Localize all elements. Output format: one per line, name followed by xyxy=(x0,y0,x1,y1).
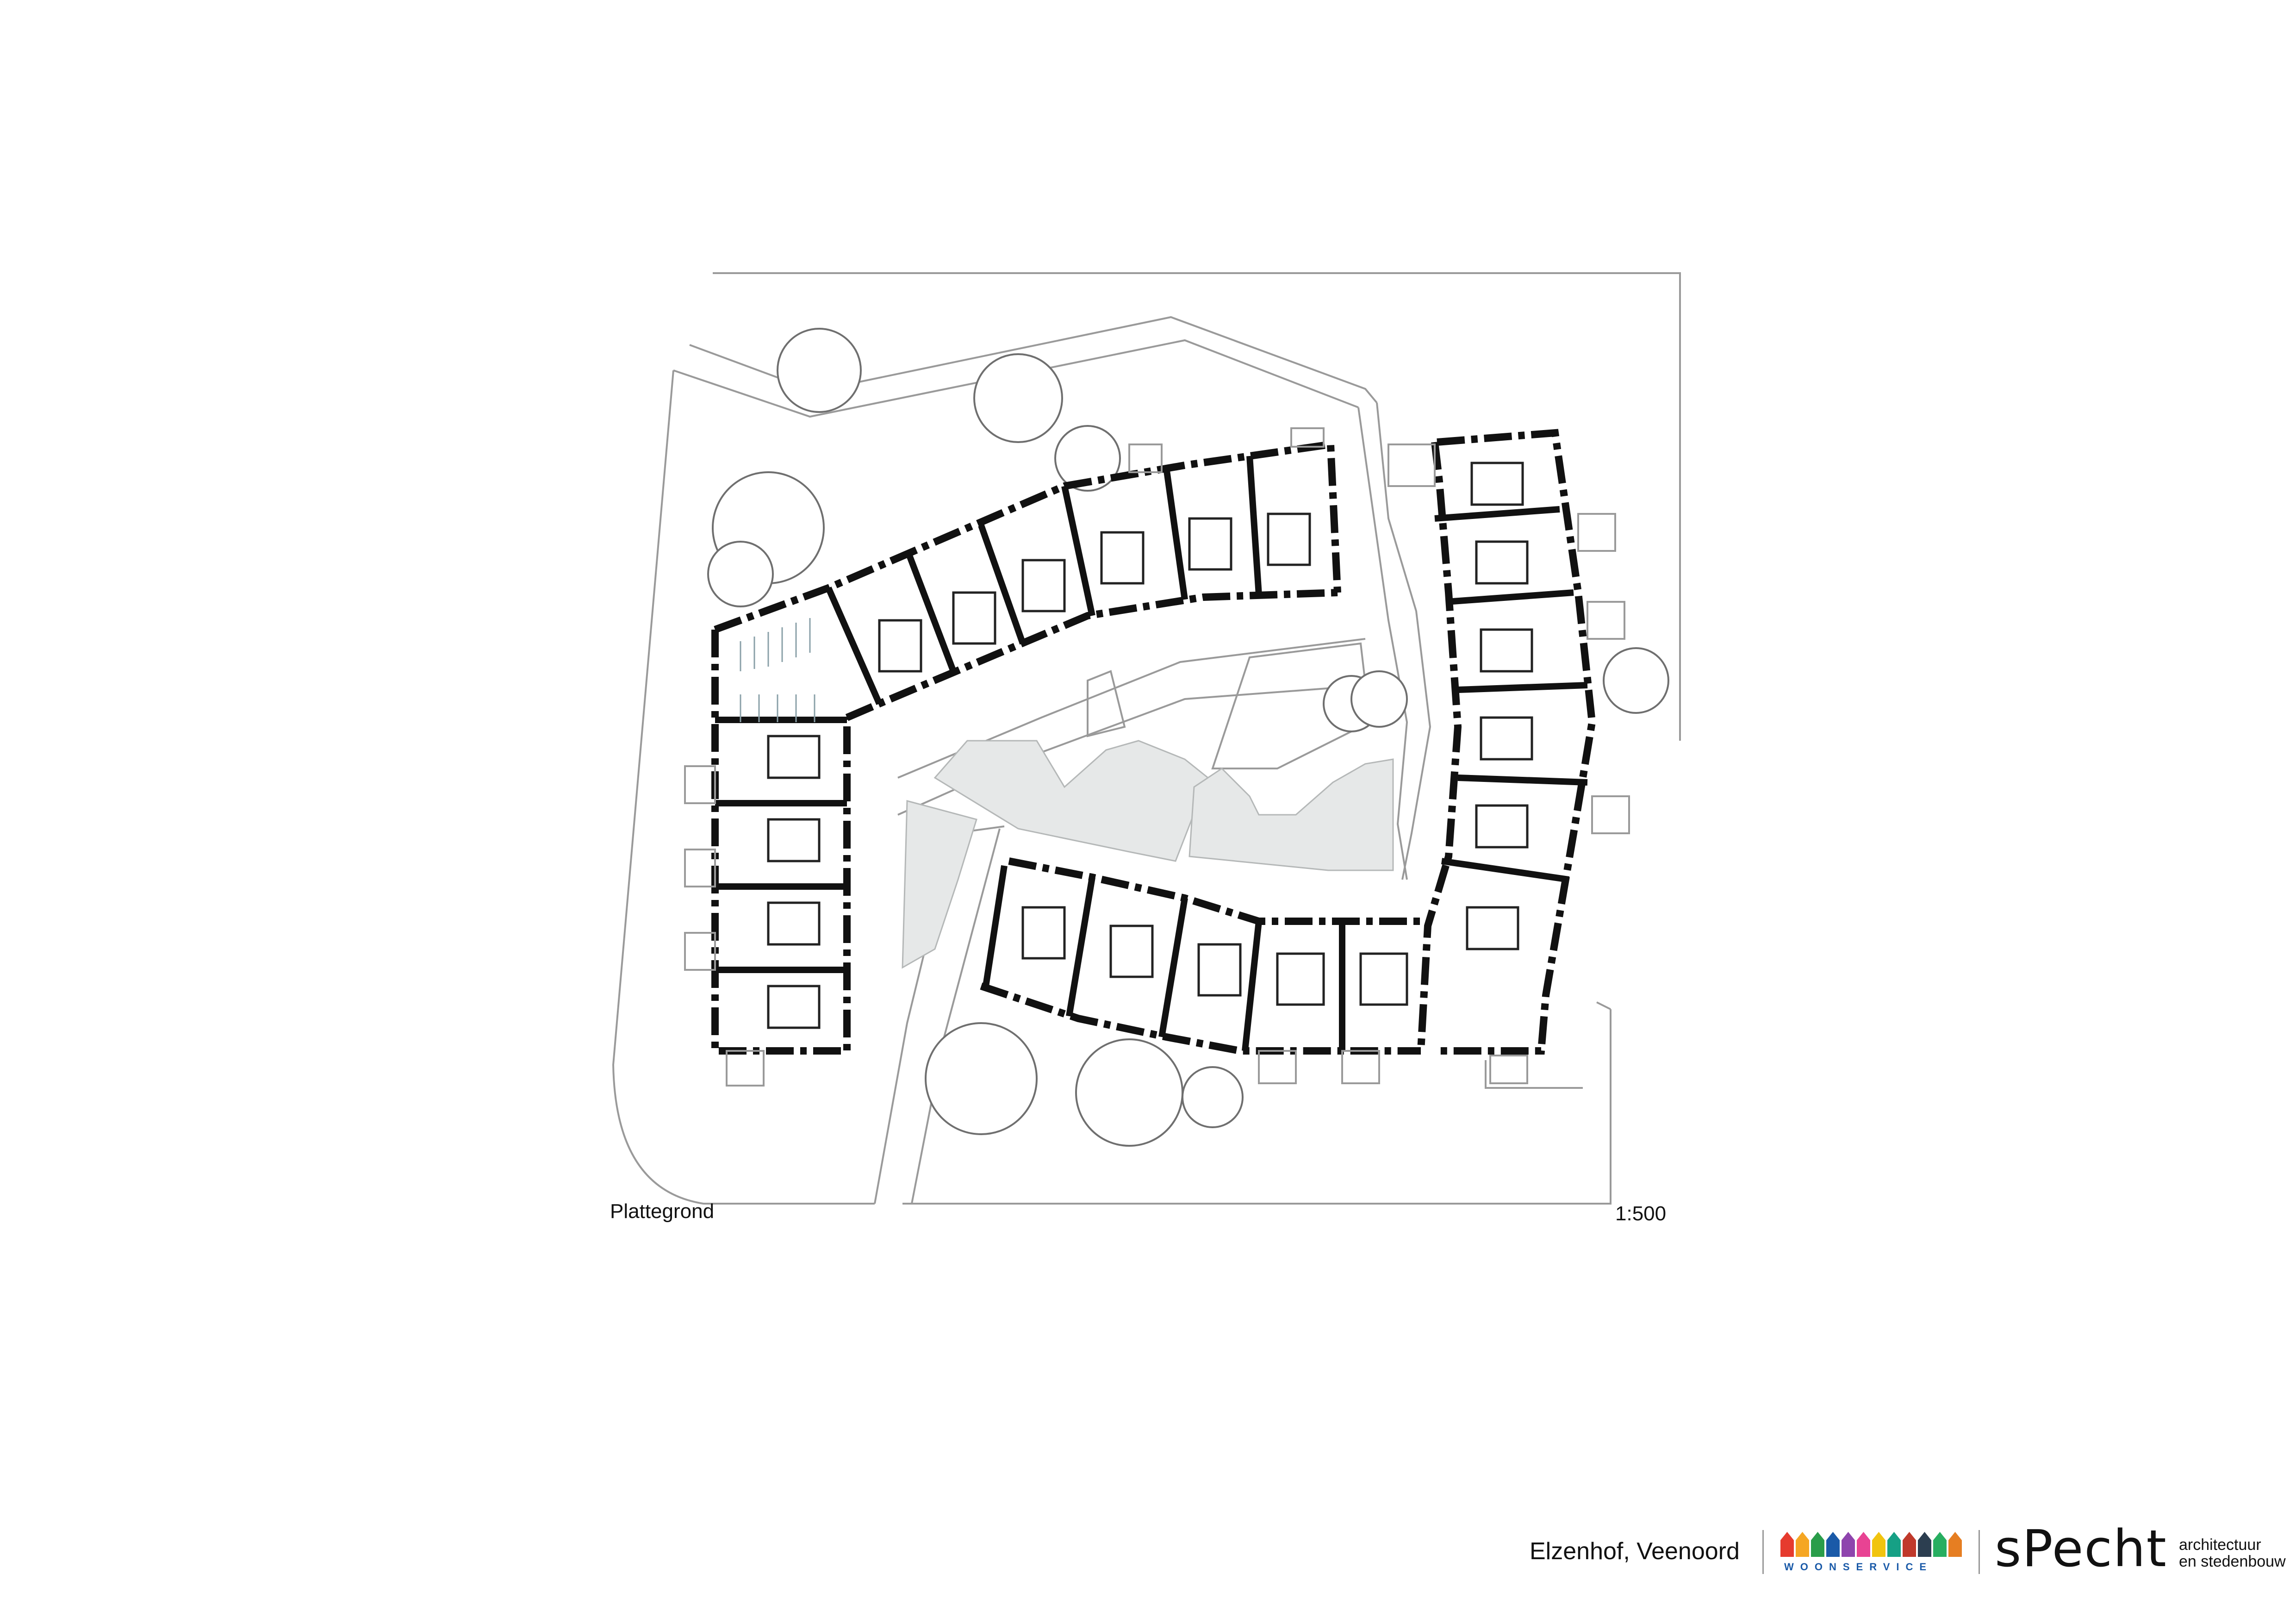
logo-house-icon xyxy=(1948,1532,1962,1557)
logo-house-icon xyxy=(1903,1532,1916,1557)
footer-divider-2 xyxy=(1979,1530,1980,1574)
tree xyxy=(1075,1038,1183,1147)
site-boundary xyxy=(612,272,1681,1205)
logo-house-icon xyxy=(1796,1532,1809,1557)
logo-house-icon xyxy=(1933,1532,1947,1557)
specht-logo: sPecht xyxy=(1995,1519,2167,1578)
logo-house-icon xyxy=(1857,1532,1870,1557)
logo-house-icon xyxy=(1780,1532,1794,1557)
interior-walls xyxy=(767,462,1533,1029)
logo-house-icon xyxy=(1918,1532,1931,1557)
drawing-title: Plattegrond xyxy=(610,1200,715,1223)
footer-divider xyxy=(1762,1530,1764,1574)
water-bodies xyxy=(902,740,1394,969)
unit-walls xyxy=(715,456,1588,1051)
project-name: Elzenhof, Veenoord xyxy=(1530,1538,1740,1565)
tree xyxy=(973,353,1063,443)
tree xyxy=(707,541,774,607)
tree xyxy=(1182,1066,1244,1128)
tree xyxy=(1603,647,1669,714)
logo-house-icon xyxy=(1872,1532,1885,1557)
trees xyxy=(707,328,1669,1147)
tree xyxy=(777,328,862,413)
tree xyxy=(1350,670,1408,728)
bicycle-storage xyxy=(740,618,815,722)
specht-subtitle: architectuur en stedenbouw xyxy=(2179,1536,2286,1570)
drawing-scale: 1:500 xyxy=(1615,1202,1667,1225)
woonservice-logo xyxy=(1780,1532,1962,1557)
tree xyxy=(1054,425,1121,492)
tree xyxy=(925,1022,1038,1135)
logo-house-icon xyxy=(1811,1532,1824,1557)
logo-house-icon xyxy=(1842,1532,1855,1557)
logo-house-icon xyxy=(1826,1532,1840,1557)
woonservice-wordmark: WOONSERVICE xyxy=(1784,1561,1933,1573)
patios xyxy=(684,427,1630,1087)
logo-house-icon xyxy=(1887,1532,1901,1557)
